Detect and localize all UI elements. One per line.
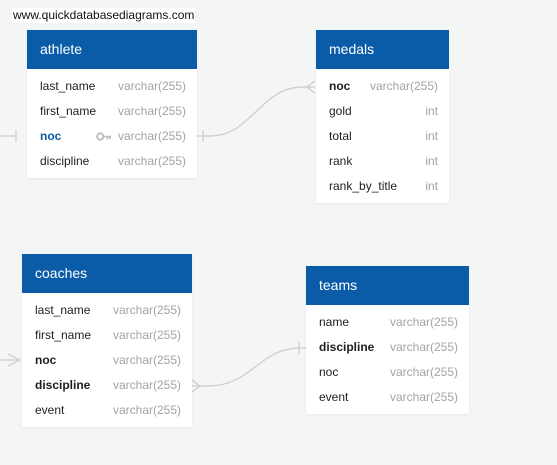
- field-row[interactable]: rank int: [316, 149, 449, 174]
- field-type: varchar(255): [369, 79, 438, 93]
- field-type: varchar(255): [117, 129, 186, 143]
- field-name: gold: [329, 104, 352, 118]
- field-type: varchar(255): [389, 340, 458, 354]
- field-type: varchar(255): [117, 79, 186, 93]
- field-row[interactable]: total int: [316, 124, 449, 149]
- field-row[interactable]: name varchar(255): [306, 310, 469, 335]
- table-coaches[interactable]: coaches last_name varchar(255) first_nam…: [22, 254, 192, 427]
- field-name: noc: [35, 353, 57, 367]
- field-name: rank: [329, 154, 353, 168]
- field-row[interactable]: event varchar(255): [306, 385, 469, 410]
- field-type: int: [425, 179, 438, 193]
- field-row[interactable]: event varchar(255): [22, 398, 192, 423]
- field-type: varchar(255): [112, 353, 181, 367]
- field-row[interactable]: last_name varchar(255): [22, 298, 192, 323]
- table-title[interactable]: medals: [316, 30, 449, 69]
- relation-athlete-left: [0, 130, 17, 142]
- relation-coaches-teams: [191, 342, 306, 393]
- field-type: int: [425, 154, 438, 168]
- table-athlete[interactable]: athlete last_name varchar(255) first_nam…: [27, 30, 197, 178]
- field-type: varchar(255): [112, 303, 181, 317]
- table-medals[interactable]: medals noc varchar(255) gold int total i…: [316, 30, 449, 203]
- field-type: varchar(255): [117, 104, 186, 118]
- field-name: last_name: [40, 79, 96, 93]
- field-name: rank_by_title: [329, 179, 398, 193]
- field-name: total: [329, 129, 352, 143]
- field-row[interactable]: noc varchar(255): [22, 348, 192, 373]
- relation-athlete-medals: [197, 80, 316, 142]
- field-type: varchar(255): [389, 365, 458, 379]
- field-name: discipline: [40, 154, 90, 168]
- field-row[interactable]: discipline varchar(255): [27, 149, 197, 174]
- field-type: varchar(255): [112, 403, 181, 417]
- field-name: discipline: [319, 340, 375, 354]
- field-name: event: [35, 403, 65, 417]
- key-icon: [96, 124, 112, 149]
- field-name: noc: [329, 79, 351, 93]
- table-title[interactable]: teams: [306, 266, 469, 305]
- field-type: int: [425, 129, 438, 143]
- field-row[interactable]: rank_by_title int: [316, 174, 449, 199]
- field-name: first_name: [40, 104, 97, 118]
- field-name: first_name: [35, 328, 92, 342]
- field-name: noc: [40, 129, 62, 143]
- field-row[interactable]: last_name varchar(255): [27, 74, 197, 99]
- field-name: name: [319, 315, 350, 329]
- field-type: varchar(255): [112, 378, 181, 392]
- field-row[interactable]: noc varchar(255): [306, 360, 469, 385]
- field-row[interactable]: gold int: [316, 99, 449, 124]
- field-type: varchar(255): [389, 390, 458, 404]
- field-name: discipline: [35, 378, 91, 392]
- field-row[interactable]: first_name varchar(255): [22, 323, 192, 348]
- field-name: noc: [319, 365, 339, 379]
- watermark: www.quickdatabasediagrams.com: [12, 8, 196, 23]
- field-type: varchar(255): [112, 328, 181, 342]
- field-name: event: [319, 390, 349, 404]
- relation-coaches-left: [0, 353, 22, 367]
- field-row[interactable]: discipline varchar(255): [306, 335, 469, 360]
- table-title[interactable]: coaches: [22, 254, 192, 293]
- table-title[interactable]: athlete: [27, 30, 197, 69]
- field-type: int: [425, 104, 438, 118]
- field-row[interactable]: first_name varchar(255): [27, 99, 197, 124]
- field-name: last_name: [35, 303, 91, 317]
- field-row[interactable]: noc varchar(255): [27, 124, 197, 149]
- field-type: varchar(255): [117, 154, 186, 168]
- field-row[interactable]: discipline varchar(255): [22, 373, 192, 398]
- table-teams[interactable]: teams name varchar(255) discipline varch…: [306, 266, 469, 414]
- field-row[interactable]: noc varchar(255): [316, 74, 449, 99]
- field-type: varchar(255): [389, 315, 458, 329]
